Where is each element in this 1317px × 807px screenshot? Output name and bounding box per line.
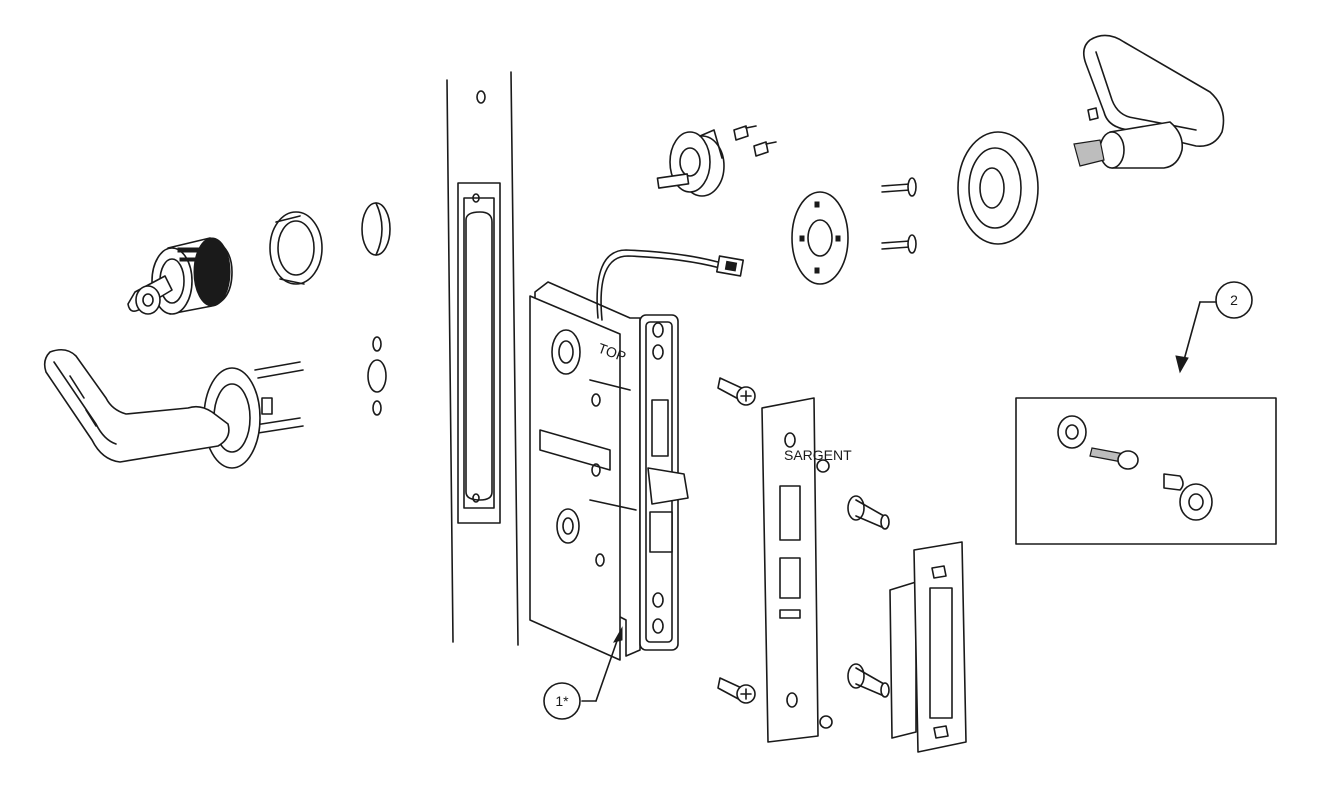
spindle-hub-icon bbox=[656, 129, 725, 197]
strike-plate-icon bbox=[889, 541, 967, 753]
mounting-screws bbox=[881, 177, 917, 254]
svg-text:SARGENT: SARGENT bbox=[784, 447, 852, 463]
small-parts-kit-icon bbox=[1015, 397, 1277, 545]
armored-front-plate-icon: SARGENT bbox=[761, 397, 852, 743]
strike-screws bbox=[847, 495, 890, 698]
rose-plate-icon bbox=[791, 191, 849, 285]
lever-handle-icon bbox=[43, 348, 304, 469]
screw-icon bbox=[733, 125, 777, 157]
wire-harness-icon bbox=[596, 249, 745, 321]
front-plate-screws bbox=[717, 377, 833, 729]
door-prep-holes bbox=[361, 202, 391, 416]
callout-2: 2 bbox=[1175, 281, 1253, 374]
callout-2-label: 2 bbox=[1230, 292, 1238, 308]
rose-trim-icon bbox=[957, 131, 1039, 245]
mortise-lock-body-icon: TOP bbox=[529, 281, 689, 661]
callout-1-label: 1* bbox=[555, 693, 569, 709]
cylinder-collar-icon bbox=[269, 211, 323, 285]
inside-lever-handle-icon bbox=[1073, 34, 1225, 169]
door-edge-icon bbox=[446, 71, 519, 646]
cylinder-with-key-icon bbox=[127, 237, 233, 315]
callout-1: 1* bbox=[543, 626, 623, 720]
